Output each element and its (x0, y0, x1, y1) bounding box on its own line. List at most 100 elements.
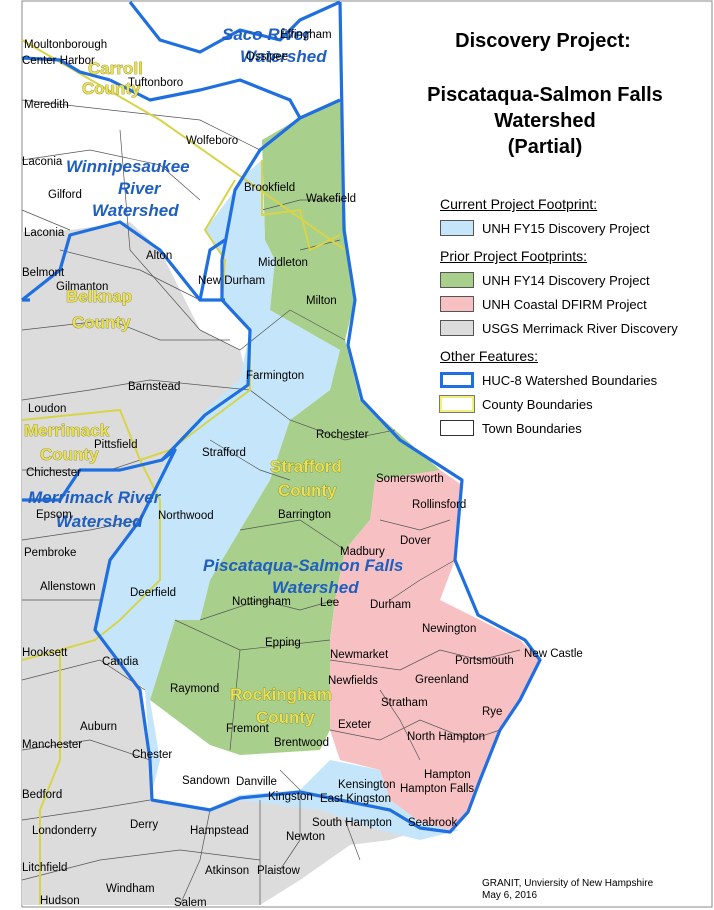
label-rockingham-county-2: County (256, 708, 315, 727)
label-carroll-county-1: Carroll (88, 59, 143, 78)
label-merrimack-county-1: Merrimack (24, 421, 110, 440)
label-merrimack-watershed-2: Watershed (56, 512, 143, 531)
town-durham: Durham (370, 599, 411, 611)
town-dover: Dover (400, 535, 431, 547)
town-hampstead: Hampstead (190, 825, 249, 837)
town-chichester: Chichester (26, 467, 81, 479)
town-kensington: Kensington (338, 779, 396, 791)
label-strafford-county-1: Strafford (270, 457, 342, 476)
town-ossipee: Ossipee (246, 51, 288, 63)
town-epping: Epping (265, 637, 301, 649)
town-madbury: Madbury (340, 546, 385, 558)
town-raymond: Raymond (170, 683, 219, 695)
legend-item-town: Town Boundaries (440, 416, 710, 440)
town-kingston: Kingston (268, 791, 313, 803)
town-east-kingston: East Kingston (320, 793, 391, 805)
town-salem: Salem (174, 897, 207, 909)
town-center-harbor: Center Harbor (22, 55, 95, 67)
label-merrimack-county-2: County (40, 445, 99, 464)
town-pittsfield: Pittsfield (94, 439, 137, 451)
town-wakefield: Wakefield (306, 193, 356, 205)
town-deerfield: Deerfield (130, 587, 176, 599)
town-hampton: Hampton (424, 769, 471, 781)
legend-swatch-fy14 (440, 272, 474, 288)
town-alton: Alton (146, 250, 172, 262)
legend-label-town: Town Boundaries (482, 420, 582, 436)
town-pembroke: Pembroke (24, 547, 76, 559)
region-unh-coastal-dfirm (330, 470, 540, 830)
credit-line2: May 6, 2016 (482, 890, 538, 901)
town-middleton: Middleton (258, 257, 308, 269)
town-wolfeboro: Wolfeboro (186, 135, 238, 147)
map-title-line1: Discovery Project: (455, 30, 631, 52)
town-rye: Rye (482, 706, 502, 718)
credit-line1: GRANIT, Unviersity of New Hampshire (482, 878, 654, 889)
region-unh-fy15 (95, 160, 460, 840)
town-newington: Newington (422, 623, 476, 635)
town-lee: Lee (320, 597, 339, 609)
town-boundaries (21, 99, 521, 906)
legend-item-county: County Boundaries (439, 392, 710, 416)
town-danville: Danville (236, 776, 277, 788)
town-derry: Derry (130, 819, 158, 831)
town-newfields: Newfields (328, 675, 378, 687)
label-piscataqua-watershed-1: Piscataqua-Salmon Falls (203, 556, 403, 575)
town-effingham: Effingham (280, 29, 332, 41)
town-windham: Windham (106, 883, 155, 895)
town-stratham: Stratham (381, 697, 428, 709)
town-atkinson: Atkinson (205, 865, 249, 877)
map-legend: Current Project Footprint: UNH FY15 Disc… (439, 188, 710, 440)
label-belknap-county-1: Belknap (66, 287, 132, 306)
town-meredith: Meredith (24, 99, 69, 111)
town-newmarket: Newmarket (330, 649, 389, 661)
town-bedford: Bedford (22, 789, 62, 801)
town-strafford: Strafford (202, 447, 246, 459)
legend-label-county: County Boundaries (482, 396, 593, 412)
town-hudson: Hudson (40, 895, 80, 907)
town-allenstown: Allenstown (40, 581, 96, 593)
legend-swatch-usgs (440, 320, 474, 336)
label-carroll-county-2: County (82, 79, 141, 98)
town-loudon: Loudon (28, 403, 66, 415)
map-title-line2: Piscataqua-Salmon Falls (427, 84, 663, 106)
huc8-boundaries (21, 0, 542, 834)
town-brookfield: Brookfield (244, 182, 295, 194)
legend-swatch-town (440, 420, 474, 436)
label-winnipesaukee-3: Watershed (92, 201, 179, 220)
town-farmington: Farmington (246, 370, 304, 382)
town-portsmouth: Portsmouth (455, 655, 514, 667)
legend-label-huc8: HUC-8 Watershed Boundaries (482, 372, 658, 388)
town-laconia-1: Laconia (22, 156, 63, 168)
legend-prior-heading: Prior Project Footprints: (440, 248, 588, 264)
town-south-hampton: South Hampton (312, 817, 392, 829)
map-title-line4: (Partial) (507, 136, 583, 158)
town-gilford: Gilford (48, 189, 82, 201)
town-nottingham: Nottingham (232, 596, 291, 608)
town-rochester: Rochester (316, 429, 369, 441)
town-rollinsford: Rollinsford (412, 499, 466, 511)
town-north-hampton: North Hampton (407, 731, 485, 743)
town-tuftonboro: Tuftonboro (128, 77, 183, 89)
town-northwood: Northwood (158, 510, 214, 522)
region-unh-fy14 (150, 100, 440, 755)
label-merrimack-watershed-1: Merrimack River (28, 488, 162, 507)
legend-other-heading: Other Features: (440, 348, 539, 364)
town-candia: Candia (102, 656, 139, 668)
town-brentwood: Brentwood (274, 737, 329, 749)
town-londonderry: Londonderry (32, 825, 97, 837)
legend-label-coastal: UNH Coastal DFIRM Project (482, 296, 647, 312)
label-strafford-county-2: County (278, 481, 337, 500)
town-litchfield: Litchfield (22, 862, 67, 874)
label-saco-watershed-2: Watershed (240, 47, 327, 66)
label-piscataqua-watershed-2: Watershed (272, 578, 359, 597)
label-belknap-county-2: County (72, 313, 131, 332)
town-plaistow: Plaistow (257, 865, 301, 877)
town-somersworth: Somersworth (376, 473, 444, 485)
label-saco-watershed-1: Saco River (222, 25, 311, 44)
town-seabrook: Seabrook (408, 817, 457, 829)
town-exeter: Exeter (338, 719, 371, 731)
legend-item-usgs: USGS Merrimack River Discovery (440, 316, 710, 340)
town-moultonborough: Moultonborough (24, 39, 107, 51)
town-auburn: Auburn (80, 721, 117, 733)
